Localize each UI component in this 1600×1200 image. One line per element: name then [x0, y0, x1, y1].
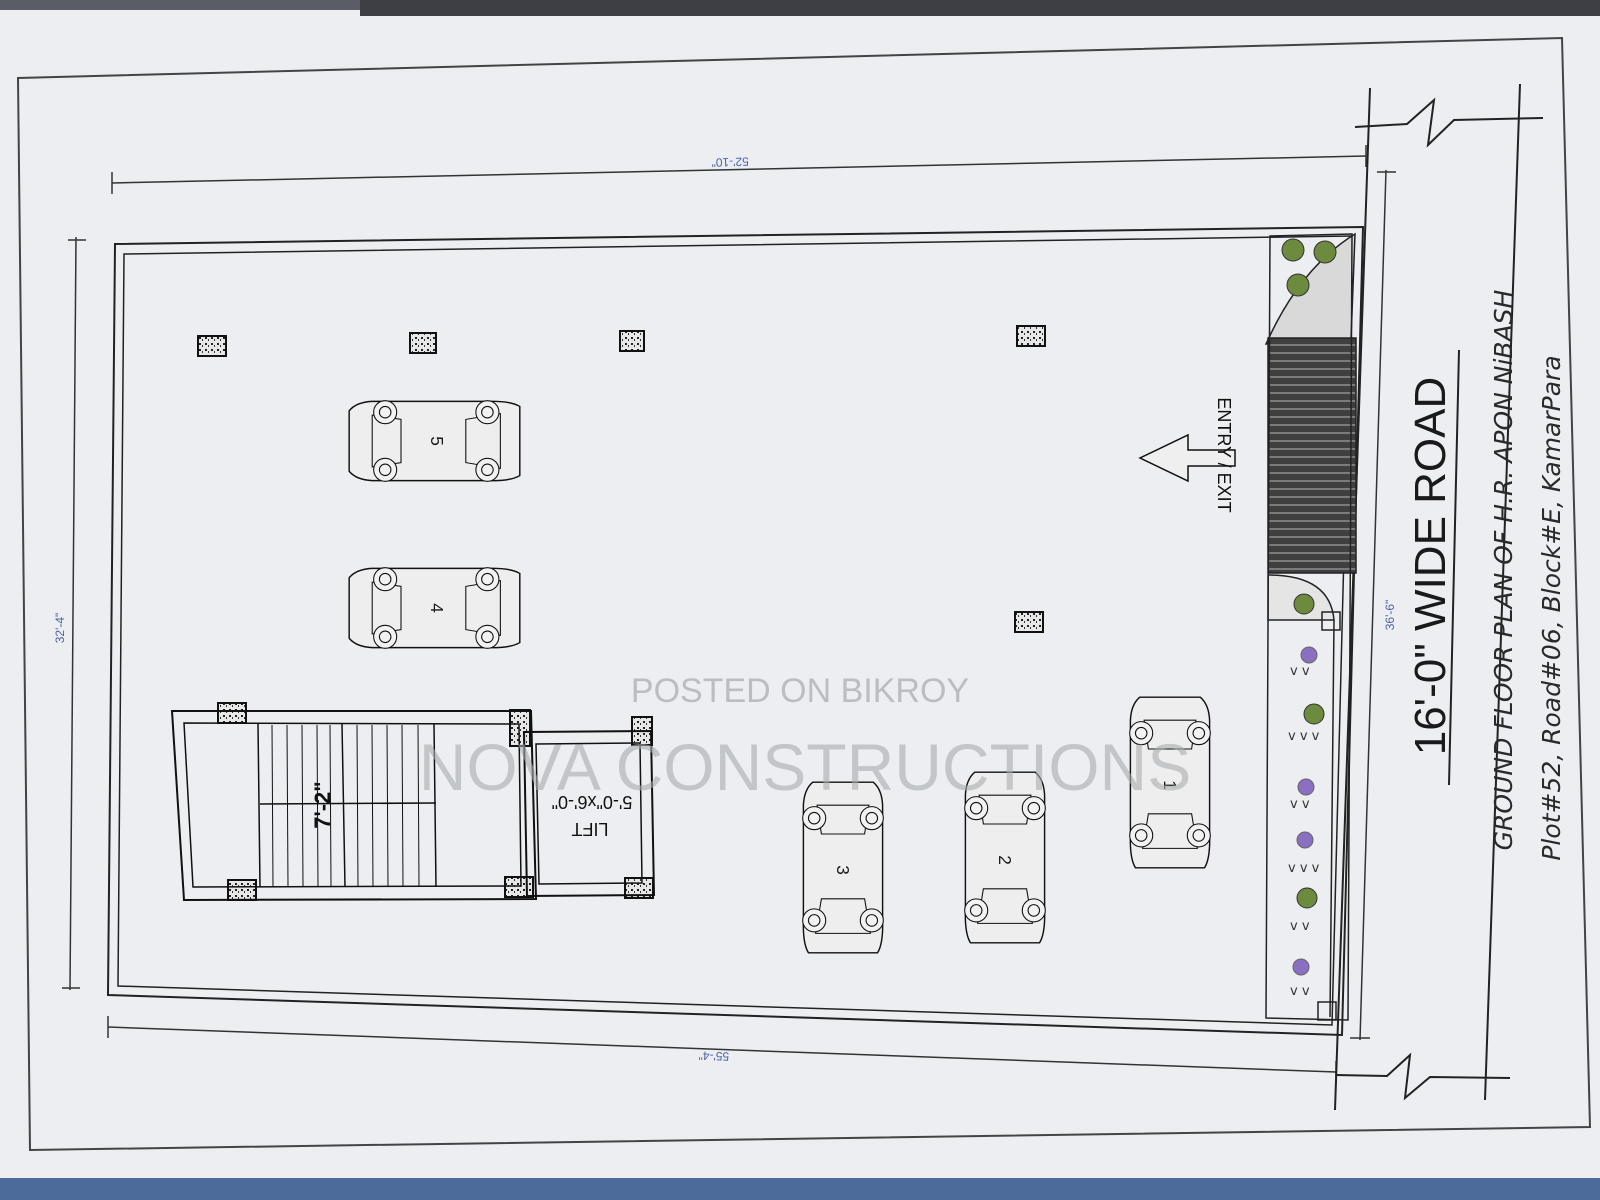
- flower-icon: v v v v v v v v v v v v v v: [1288, 646, 1320, 999]
- car-number-label: 2: [995, 855, 1015, 865]
- car-number-label: 1: [1160, 780, 1180, 790]
- car-number-label: 4: [427, 603, 447, 613]
- background-strip-bottom: [0, 1178, 1600, 1200]
- lift-size-label: 5'-0"x6'-0": [552, 792, 633, 812]
- outer-wall: [106, 225, 1365, 1037]
- svg-text:v v: v v: [1290, 984, 1310, 999]
- watermark-posted: POSTED ON BIKROY: [631, 672, 969, 710]
- right-dimension-label: 36'-6": [1383, 600, 1397, 631]
- svg-text:v v v: v v v: [1288, 861, 1320, 876]
- sheet-frame: [16, 36, 1592, 1152]
- planter-strip: [1265, 233, 1353, 1021]
- left-dimension-label: 32'-4": [53, 613, 67, 644]
- car-number-label: 3: [833, 865, 853, 875]
- top-dimension: 52'-10": [111, 145, 1367, 194]
- car-number-label: 5: [427, 436, 447, 446]
- watermark-company: NOVA CONSTRUCTIONS: [419, 730, 1192, 804]
- lift-shaft: LIFT 5'-0"x6'-0": [522, 729, 656, 898]
- svg-text:v v: v v: [1290, 797, 1310, 812]
- road-edge-lines: [1334, 83, 1544, 1111]
- car-icon: 4: [348, 567, 521, 649]
- svg-text:v v v: v v v: [1288, 729, 1320, 744]
- background-strip-top: [360, 0, 1600, 16]
- car-icon: 1: [1129, 696, 1211, 869]
- entry-ramp: [1264, 232, 1357, 621]
- car-icon: 5: [348, 400, 521, 482]
- tree-icon: [1281, 238, 1337, 909]
- inner-wall: [117, 235, 1353, 1026]
- svg-text:v v: v v: [1290, 664, 1310, 679]
- lift-label: LIFT: [571, 819, 608, 839]
- road-label: 16'-0" WIDE ROAD: [1406, 377, 1455, 756]
- bottom-dimension-label: 55'-4": [698, 1048, 729, 1063]
- entry-exit-label: ENTRY / EXIT: [1214, 397, 1234, 512]
- top-dimension-label: 52'-10": [711, 154, 749, 169]
- right-dimension: 36'-6": [1350, 169, 1397, 1041]
- stair-dimension-label: 7'-2": [310, 781, 335, 828]
- arrow-icon: [1138, 433, 1236, 483]
- title-line-2: Plot#52, Road#06, Block#E, KamarPara: [1537, 355, 1566, 860]
- stair-core: 7'-2": [170, 710, 538, 902]
- title-line-1: GROUND FLOOR PLAN OF H.R. APON NiBASH: [1489, 289, 1518, 850]
- car-icon: 3: [802, 781, 884, 954]
- car-icon: 2: [964, 771, 1046, 944]
- road-label-underline: [1448, 349, 1460, 786]
- left-dimension: 32'-4": [53, 236, 86, 991]
- cars-layer: 1 2 3 4 5: [348, 400, 1211, 954]
- svg-text:v v: v v: [1290, 919, 1310, 934]
- bottom-dimension: 55'-4": [107, 1016, 1337, 1083]
